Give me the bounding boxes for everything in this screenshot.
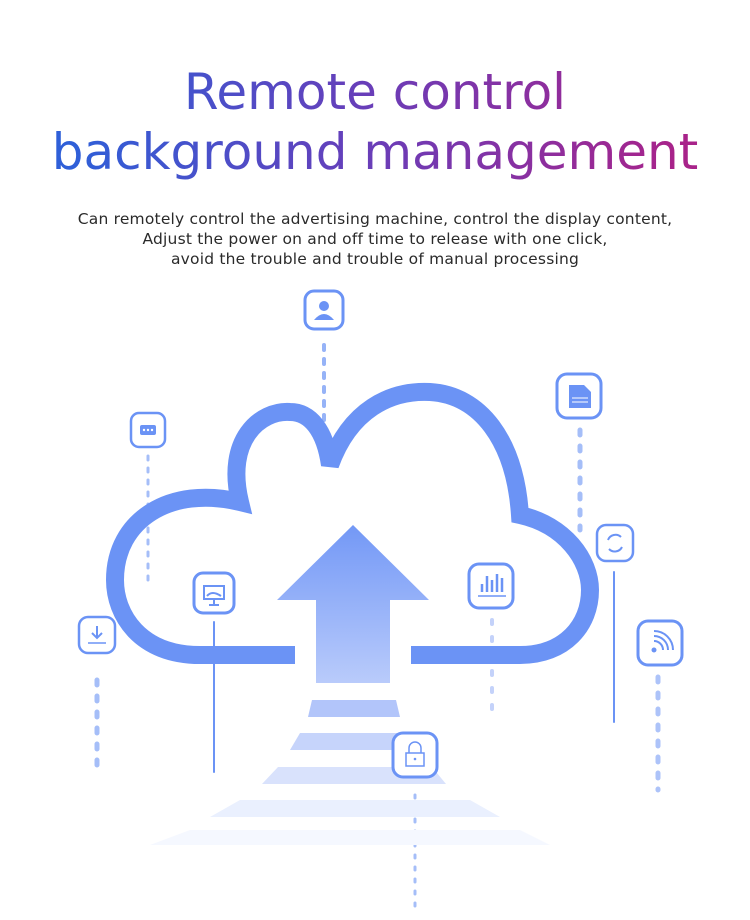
connector-lines — [94, 343, 661, 917]
wifi-icon[interactable] — [636, 619, 684, 667]
refresh-icon[interactable] — [595, 523, 635, 563]
bar-chart-icon[interactable] — [467, 562, 515, 610]
description-line: avoid the trouble and trouble of manual … — [170, 250, 580, 268]
page-title-line2: background management — [0, 122, 750, 182]
description-line: Can remotely control the advertising mac… — [77, 210, 673, 228]
download-icon[interactable] — [77, 615, 117, 655]
lock-icon[interactable] — [391, 731, 439, 779]
user-icon[interactable] — [303, 289, 345, 331]
upload-arrow-icon — [277, 525, 429, 683]
description: Can remotely control the advertising mac… — [0, 209, 750, 269]
chat-icon[interactable] — [129, 411, 167, 449]
cloud-icon — [105, 382, 600, 664]
description-line: Adjust the power on and off time to rele… — [142, 230, 608, 248]
page-title-line1: Remote control — [0, 62, 750, 122]
stairs — [150, 700, 550, 845]
presentation-icon[interactable] — [192, 571, 236, 615]
document-icon[interactable] — [555, 372, 603, 420]
